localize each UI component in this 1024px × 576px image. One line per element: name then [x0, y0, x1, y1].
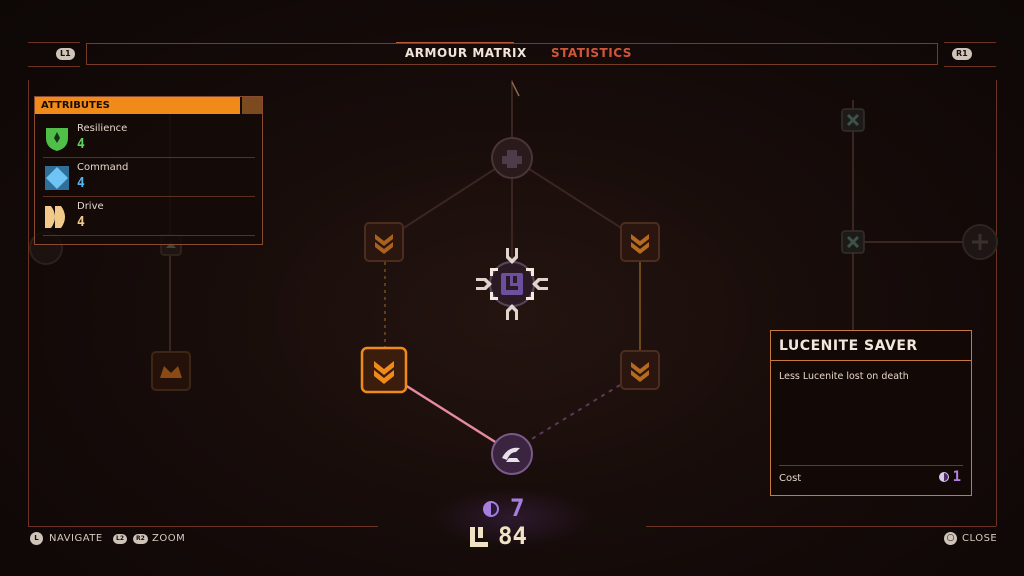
skill-node-far-right-edge[interactable]: [960, 222, 1000, 262]
cost-number: 1: [952, 469, 961, 485]
attribute-drive: Drive 4: [43, 197, 255, 236]
frame-right-vertical: [996, 80, 997, 526]
frame-top-left-bottom: [28, 66, 80, 67]
resilience-icon: [46, 128, 68, 151]
divider: [779, 465, 963, 466]
cost-value: 1: [938, 469, 961, 485]
attribute-name: Resilience: [77, 123, 128, 134]
frame-left-vertical: [28, 80, 29, 526]
skill-node-root[interactable]: [490, 432, 534, 476]
crown-icon: [151, 351, 191, 391]
attributes-title-cap: [242, 97, 262, 114]
tab-armour-matrix[interactable]: ARMOUR MATRIX: [405, 46, 527, 60]
skill-node-left-upper[interactable]: [363, 221, 405, 263]
lucenite-count: 84: [470, 522, 527, 550]
root-skill-icon: [491, 433, 533, 475]
chevron-down-icon: [620, 222, 660, 262]
skill-node-lucenite-saver[interactable]: [360, 346, 408, 394]
currency-glow: [430, 488, 594, 548]
matrix-points-value: 7: [510, 494, 525, 522]
skill-node-top[interactable]: [490, 136, 534, 180]
next-tab-button[interactable]: R1: [952, 48, 972, 60]
node-title: LUCENITE SAVER: [771, 331, 971, 361]
command-icon: [45, 166, 69, 190]
chevron-down-icon: [364, 222, 404, 262]
attribute-name: Command: [77, 162, 129, 173]
frame-bottom-left: [28, 526, 378, 527]
close-button-icon[interactable]: ○: [944, 532, 957, 545]
cross-node-icon: [841, 230, 865, 254]
lucenite-value: 84: [498, 522, 527, 550]
attribute-resilience: Resilience 4: [43, 119, 255, 158]
prev-tab-button[interactable]: L1: [56, 48, 75, 60]
zoom-hint: ZOOM: [152, 533, 186, 544]
attribute-value: 4: [77, 137, 85, 152]
header-tab-underline: [396, 42, 514, 43]
drive-icon: [45, 206, 65, 228]
skill-node-far-right-mid[interactable]: [841, 230, 865, 254]
attribute-command: Command 4: [43, 158, 255, 197]
tab-statistics[interactable]: STATISTICS: [551, 46, 632, 60]
node-info-panel: LUCENITE SAVER Less Lucenite lost on dea…: [770, 330, 972, 496]
attributes-title: ATTRIBUTES: [35, 97, 240, 114]
zoom-button-l2: L2: [113, 534, 127, 544]
plus-node-icon: [962, 224, 998, 260]
frame-bottom-right: [646, 526, 996, 527]
skill-node-right-upper[interactable]: [619, 221, 661, 263]
attribute-value: 4: [77, 215, 85, 230]
skill-node-center[interactable]: [468, 240, 556, 328]
node-description: Less Lucenite lost on death: [779, 371, 909, 382]
gear-icon: [491, 137, 533, 179]
lucenite-node-icon: [476, 248, 548, 320]
matrix-point-icon: [483, 501, 499, 517]
cost-label: Cost: [779, 473, 802, 484]
matrix-points: 7: [482, 494, 524, 522]
close-hint[interactable]: CLOSE: [962, 533, 998, 544]
matrix-point-icon: [938, 472, 949, 482]
attribute-value: 4: [77, 176, 85, 191]
attribute-name: Drive: [77, 201, 104, 212]
frame-top-right-bottom: [944, 66, 996, 67]
chevron-down-icon: [620, 350, 660, 390]
attributes-panel: ATTRIBUTES Resilience 4 Command 4 Drive …: [34, 96, 263, 245]
skill-node-far-right-top[interactable]: [841, 108, 865, 132]
navigate-hint: NAVIGATE: [49, 533, 103, 544]
frame-top-right: [944, 42, 996, 43]
skill-node-right-lower[interactable]: [619, 349, 661, 391]
frame-top-left: [28, 42, 80, 43]
cross-node-icon: [841, 108, 865, 132]
skill-node-far-left[interactable]: [150, 350, 192, 392]
zoom-button-r2: R2: [133, 534, 148, 544]
lucenite-icon: [470, 527, 488, 547]
navigate-button-icon: L: [30, 532, 43, 545]
header-bar: [86, 43, 938, 65]
chevron-down-icon: [360, 346, 408, 394]
